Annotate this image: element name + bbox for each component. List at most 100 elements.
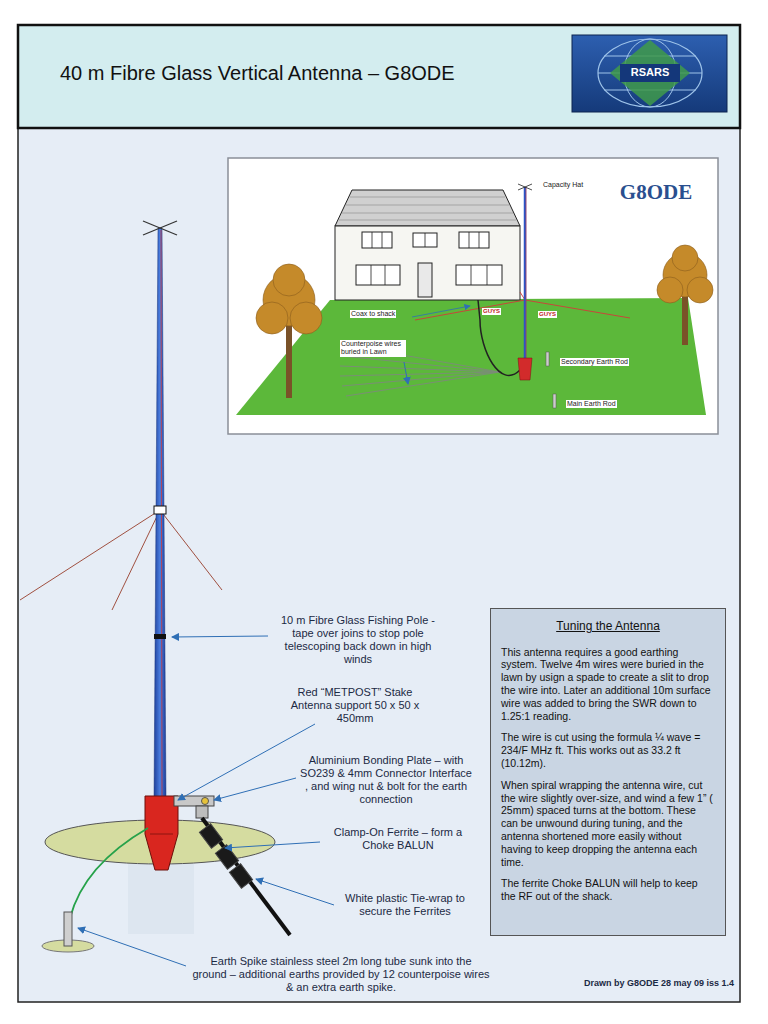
line-shape [518,184,532,190]
line-shape [371,265,372,285]
rect-shape [546,352,549,366]
circle-shape [672,245,698,271]
polygon-shape [335,190,520,226]
line-shape [78,928,186,966]
line-shape [487,265,488,285]
line-shape [385,265,386,285]
line-shape [160,510,222,590]
rect-shape [196,806,208,818]
callout-text: 10 m Fibre Glass Fishing Pole - tape ove… [272,614,444,666]
rect-shape [286,320,292,398]
rect-shape [228,158,718,434]
line-shape [342,213,513,214]
rect-shape [18,25,740,128]
line-shape [372,232,373,248]
polygon-shape [145,796,178,870]
part-label: Capacity Hat [543,181,603,189]
circle-shape [256,302,288,334]
page-title: 40 m Fibre Glass Vertical Antenna – G8OD… [60,62,560,85]
polygon-shape [518,358,532,380]
rect-shape [356,265,400,285]
g-shape [20,510,222,610]
line-shape [471,265,472,285]
path-shape [70,828,148,918]
line-shape [469,232,470,248]
ellipse-shape [598,39,702,107]
line-shape [346,205,509,206]
panel-heading: Tuning the Antenna [501,619,715,634]
line-shape [425,233,426,247]
line-shape [161,230,162,800]
line-shape [20,510,160,600]
polygon-shape [154,228,166,800]
path-shape [610,40,690,106]
line-shape [479,232,480,248]
g-shape [415,292,630,320]
rect-shape [215,845,238,869]
line-shape [412,306,470,317]
callsign: G8ODE [606,180,706,205]
rect-shape [413,233,437,247]
part-label: GUYS [538,311,557,318]
line-shape [112,510,160,610]
line-shape [404,362,408,384]
part-label: Counterpoise wires buried in Lawn [340,340,406,357]
rect-shape [18,128,740,1002]
g-shape [199,824,252,888]
rect-shape [174,796,214,806]
g-shape [78,636,334,966]
line-shape [342,356,500,372]
line-shape [143,221,177,235]
line-shape [382,232,383,248]
part-label: Secondary Earth Rod [560,358,629,366]
callout-text: White plastic Tie-wrap to secure the Fer… [338,892,472,918]
callout-text: Aluminium Bonding Plate – with SO239 & 4… [300,754,472,806]
rect-shape [456,265,502,285]
line-shape [346,372,500,396]
rect-shape [459,232,489,248]
rect-shape [335,226,520,300]
logo-text: RSARS [620,66,680,79]
note-panel: Tuning the AntennaThis antenna requires … [490,608,726,936]
rect-shape [553,394,556,408]
panel-paragraph: The ferrite Choke BALUN will help to kee… [501,877,715,903]
line-shape [143,221,177,235]
line-shape [225,842,320,848]
g-shape [657,245,713,303]
line-shape [172,636,268,637]
rect-shape [572,35,727,112]
rect-shape [154,634,166,639]
drawing-credit: Drawn by G8ODE 28 may 09 iss 1.4 [534,978,734,989]
line-shape [525,300,630,318]
rect-shape [64,912,72,946]
rect-shape [154,506,166,514]
circle-shape [202,798,209,805]
panel-paragraph: The wire is cut using the formula ¼ wave… [501,731,715,769]
part-label: GUYS [482,308,501,315]
g-shape [256,264,322,334]
panel-paragraph: This antenna requires a good earthing sy… [501,646,715,723]
callout-text: Red “METPOST” Stake Antenna support 50 x… [280,686,430,725]
callout-text: Clamp-On Ferrite – form a Choke BALUN [324,826,472,852]
g-shape [518,184,532,190]
part-label: Coax to shack [350,310,396,318]
part-label: Main Earth Rod [566,400,617,408]
polygon-shape [236,298,706,415]
rect-shape [682,295,688,345]
circle-shape [290,302,322,334]
circle-shape [273,264,305,296]
circle-shape [687,277,713,303]
g-shape [339,197,516,220]
line-shape [256,879,334,905]
line-shape [415,300,525,320]
rect-shape [229,864,252,888]
line-shape [524,187,527,360]
line-shape [340,366,500,372]
circle-shape [657,277,683,303]
rect-shape [418,263,432,297]
line-shape [526,187,527,360]
callout-text: Earth Spike stainless steel 2m long tube… [192,955,490,994]
line-shape [350,197,505,198]
line-shape [178,724,315,800]
path-shape [478,300,520,375]
